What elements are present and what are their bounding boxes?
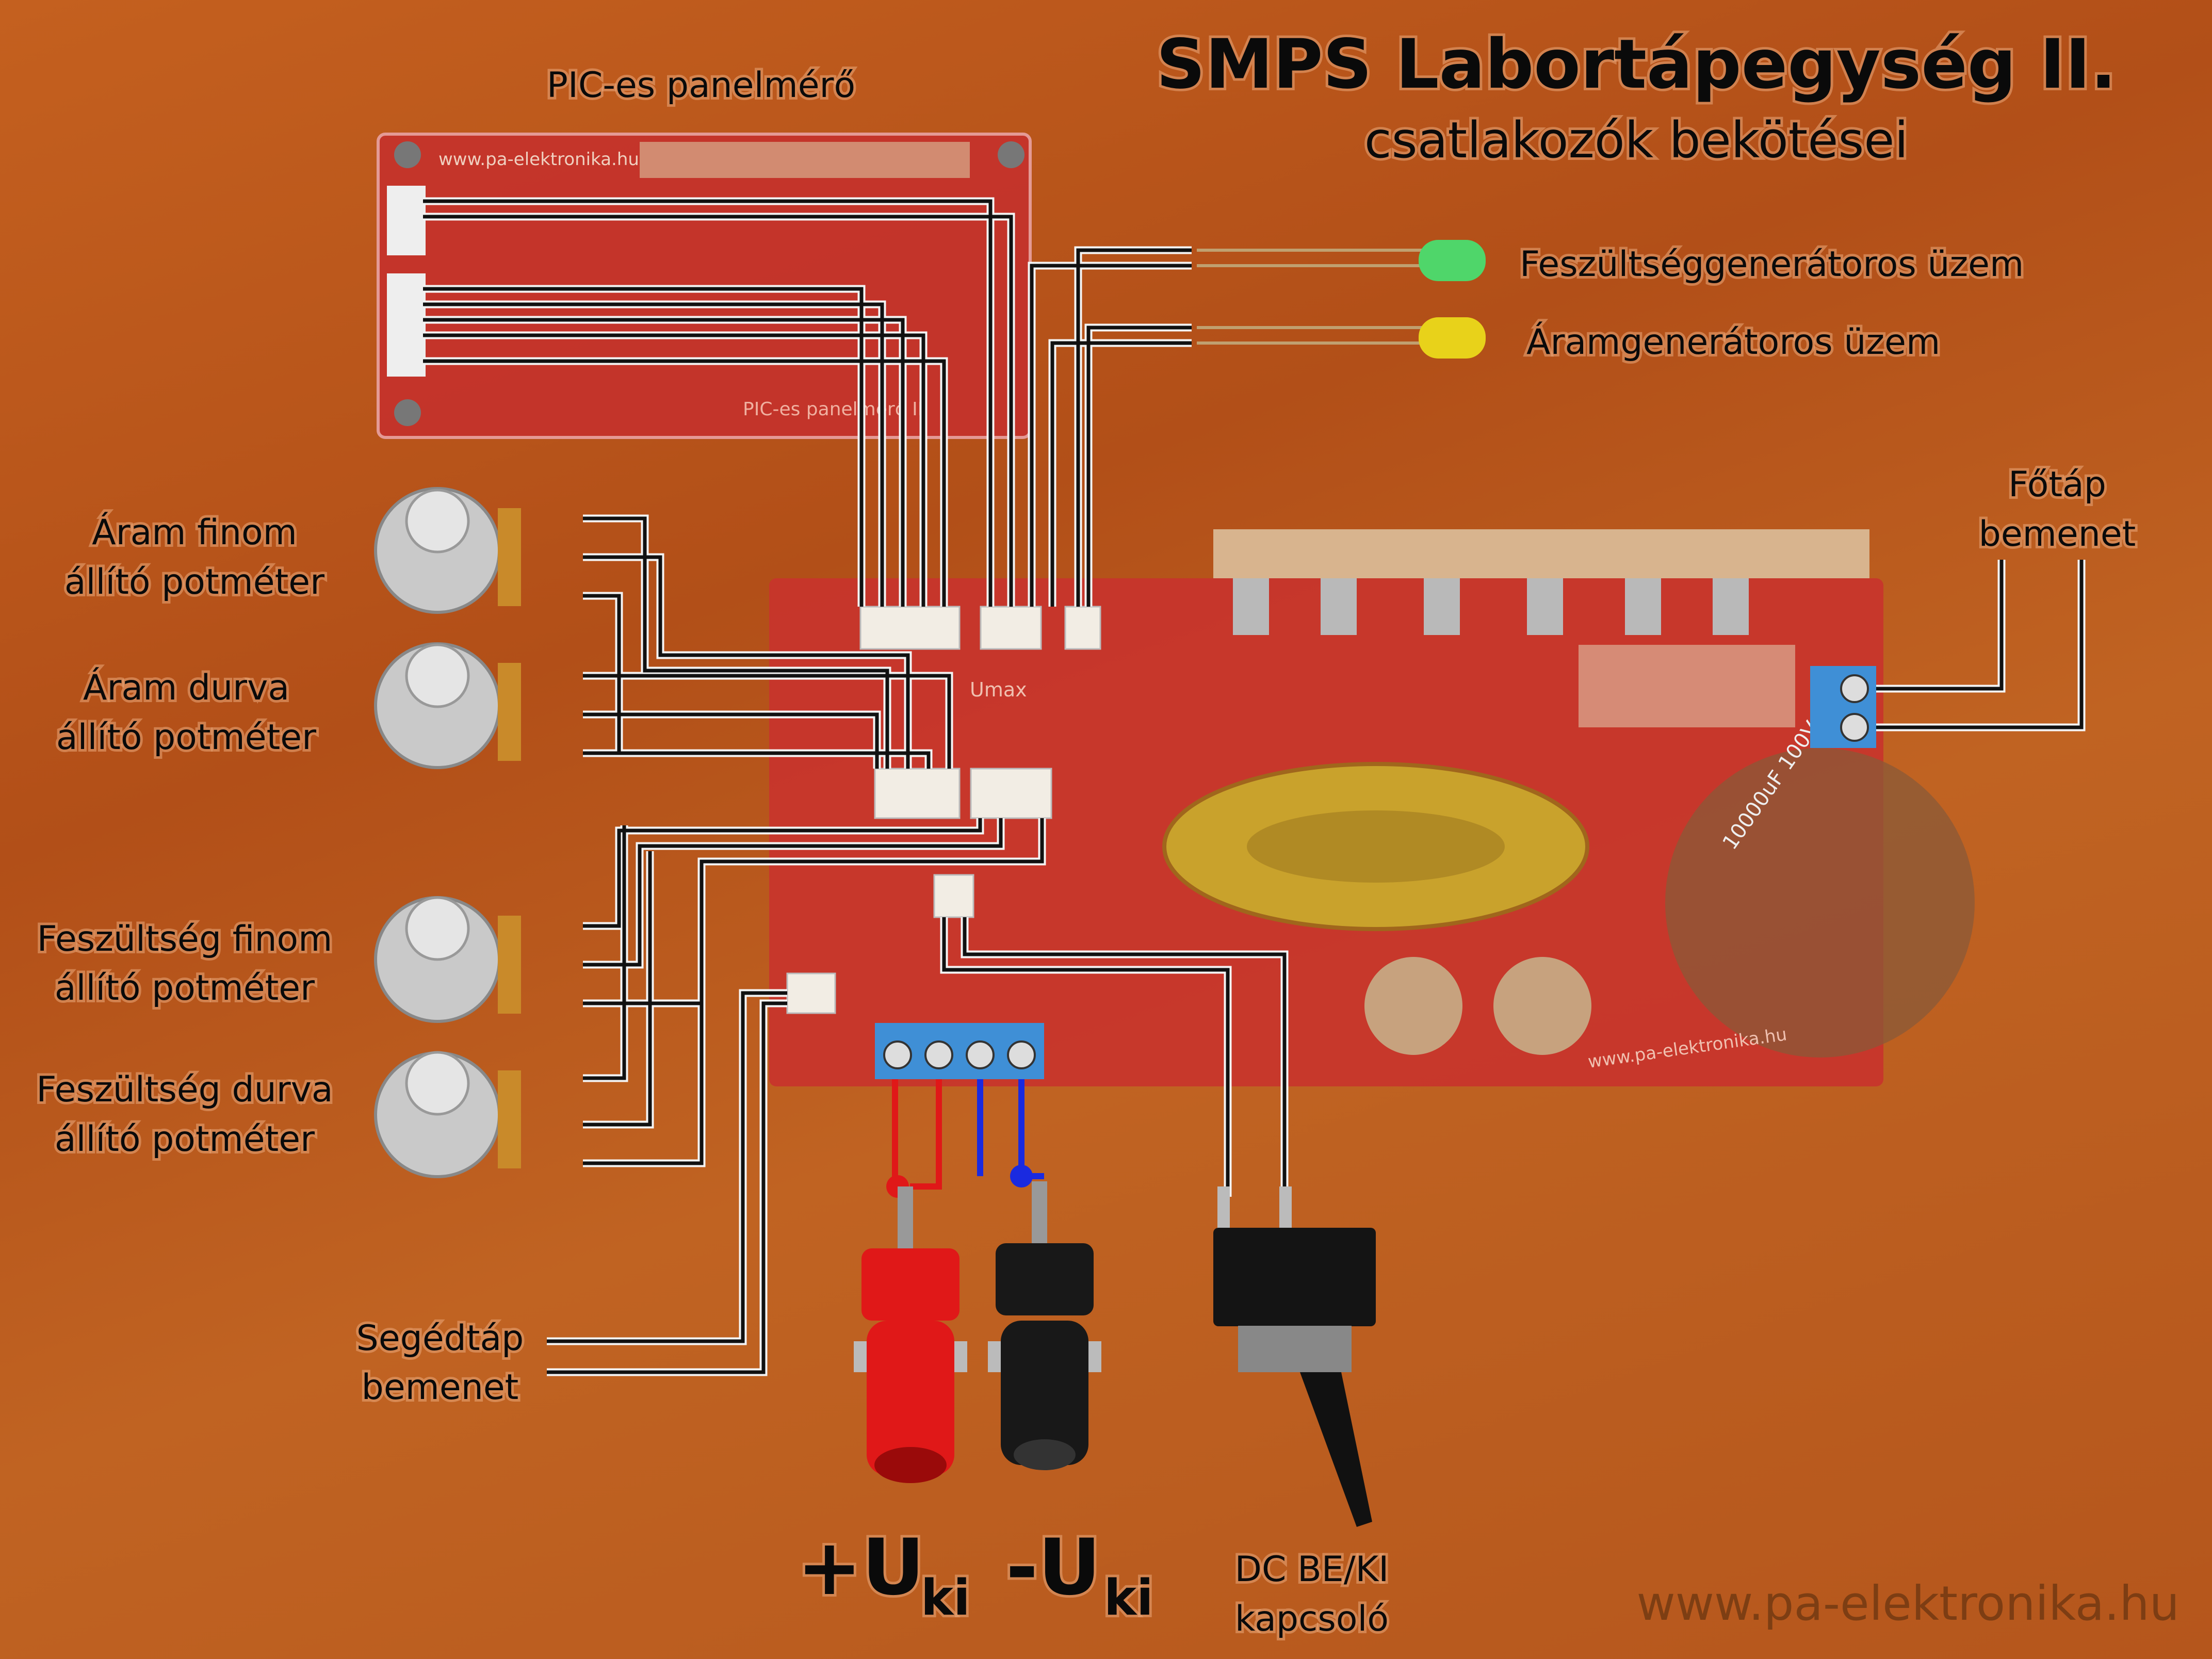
wiring (423, 197, 2086, 1376)
dc-toggle-switch (1213, 1186, 1376, 1527)
label-switch-2: kapcsoló (1235, 1599, 1389, 1639)
label-aux-power-1: Segédtáp (356, 1318, 524, 1359)
pot-current-coarse (374, 642, 521, 769)
label-out-minus-sub: ki (1104, 1570, 1153, 1627)
header-led-1 (980, 606, 1042, 650)
label-voltage-coarse-1: Feszültség durva (36, 1069, 333, 1110)
diagram-subtitle: csatlakozók bekötései (1364, 111, 1908, 169)
label-voltage-fine-1: Feszültség finom (37, 919, 333, 959)
header-meter (859, 606, 961, 650)
label-current-fine-2: állító potméter (64, 562, 324, 603)
label-current-coarse-2: állító potméter (56, 717, 316, 758)
label-voltage-fine-2: állító potméter (55, 968, 315, 1009)
header-led-2 (1064, 606, 1101, 650)
label-aux-power-2: bemenet (362, 1367, 519, 1408)
header-aux-power (786, 972, 836, 1014)
label-pic-panel: PIC-es panelmérő (547, 65, 855, 106)
pot-voltage-fine (374, 896, 521, 1023)
pic-board-name: PIC-es panelmérő II. (743, 399, 929, 420)
header-current-pots (874, 768, 961, 819)
label-switch-1: DC BE/KI (1235, 1549, 1389, 1590)
pot-current-fine (374, 487, 521, 614)
label-led-current-mode: Áramgenerátoros üzem (1526, 321, 1940, 363)
label-led-voltage-mode: Feszültséggenerátoros üzem (1520, 244, 2024, 285)
heatsink (1213, 529, 1869, 578)
pic-board-url: www.pa-elektronika.hu (438, 149, 639, 170)
label-voltage-coarse-2: állító potméter (55, 1119, 315, 1160)
main-power-board: 10000uF 100V Umax www.pa-elektronika.hu (769, 529, 1975, 1086)
diagram-title: SMPS Labortápegység II. (1156, 25, 2116, 104)
label-main-power-2: bemenet (1979, 514, 2136, 555)
label-current-coarse-1: Áram durva (83, 667, 289, 708)
header-switch (933, 874, 974, 918)
output-jack-positive (854, 1186, 967, 1483)
filter-capacitor (1665, 748, 1975, 1058)
pot-voltage-coarse (374, 1051, 521, 1178)
label-current-fine-1: Áram finom (92, 512, 297, 553)
umax-marking: Umax (970, 678, 1027, 701)
label-out-minus: -U (1006, 1523, 1101, 1613)
led-yellow (1197, 317, 1486, 359)
label-main-power-1: Főtáp (2008, 464, 2106, 505)
led-green (1197, 240, 1486, 281)
potentiometers (374, 487, 521, 1178)
label-out-plus-sub: ki (921, 1570, 970, 1627)
watermark: www.pa-elektronika.hu (1637, 1576, 2180, 1631)
output-jack-negative (988, 1181, 1101, 1470)
label-out-plus: +U (797, 1523, 925, 1613)
header-voltage-pots (970, 768, 1052, 819)
